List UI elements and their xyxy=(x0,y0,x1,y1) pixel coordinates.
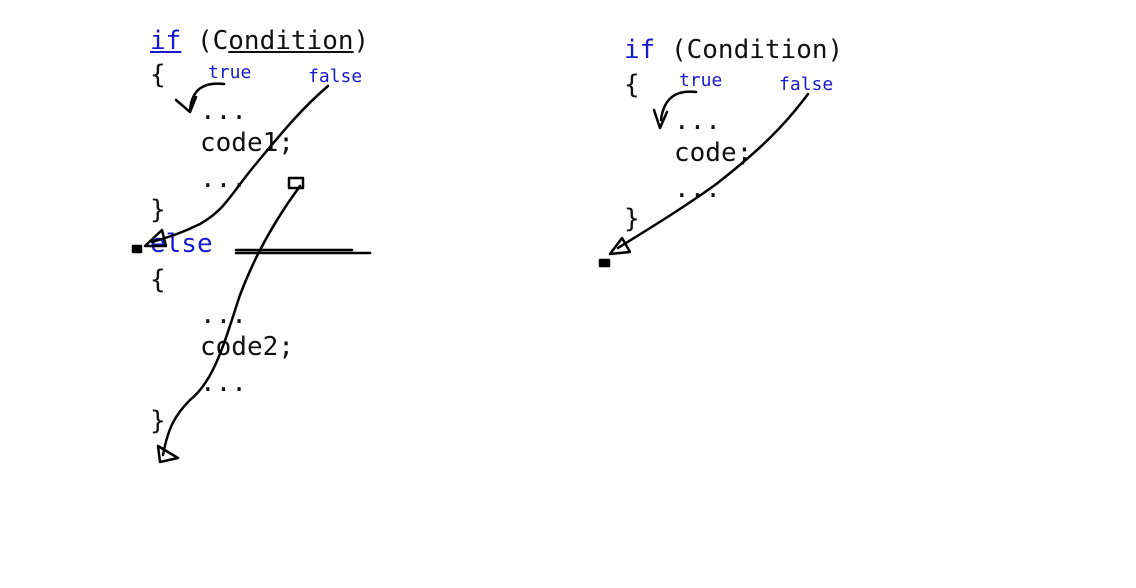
right-true-arrow xyxy=(659,90,698,122)
left-dots-1b: ... xyxy=(200,164,247,194)
right-true-label: true xyxy=(679,70,723,91)
right-brace-open: { xyxy=(624,70,640,100)
left-true-label: true xyxy=(208,62,252,83)
right-dots-b: ... xyxy=(674,174,721,204)
left-brace-close-2: } xyxy=(150,406,166,436)
left-open-paren: ( xyxy=(181,26,213,56)
right-if-keyword: if xyxy=(624,35,656,65)
left-brace-open-2: { xyxy=(150,265,166,295)
left-dots-1a: ... xyxy=(200,96,247,126)
left-if-line: if (Condition) xyxy=(150,24,369,58)
left-false-arrowhead xyxy=(143,228,168,248)
left-false-label: false xyxy=(308,66,363,87)
left-else-keyword: else xyxy=(150,229,213,259)
left-condition-start: C xyxy=(212,26,229,56)
left-skip-arrowhead xyxy=(156,444,180,464)
right-false-dot xyxy=(598,258,611,268)
left-skip-start-marker xyxy=(287,176,305,190)
right-false-arrow xyxy=(616,92,810,250)
left-condition-underlined: ondition xyxy=(228,26,354,56)
left-brace-open-1: { xyxy=(150,60,166,90)
left-close-paren: ) xyxy=(353,26,370,56)
right-condition: (Condition) xyxy=(655,35,844,65)
left-dots-2b: ... xyxy=(200,368,247,398)
left-code1: code1; xyxy=(200,128,294,158)
left-brace-close-1: } xyxy=(150,195,166,225)
right-false-arrowhead xyxy=(608,236,632,256)
left-dots-2a: ... xyxy=(200,300,247,330)
right-true-arrowhead xyxy=(652,108,669,130)
left-true-arrow xyxy=(188,82,226,112)
right-if-line: if (Condition) xyxy=(624,33,843,67)
right-false-label: false xyxy=(779,74,834,95)
right-code: code; xyxy=(674,138,753,168)
left-false-dot xyxy=(131,244,143,254)
left-skip-arrow xyxy=(161,184,302,457)
left-code2: code2; xyxy=(200,332,294,362)
left-if-keyword: if xyxy=(150,26,182,56)
right-brace-close: } xyxy=(624,204,640,234)
left-false-arrow xyxy=(150,84,330,244)
left-true-arrowhead xyxy=(174,95,198,114)
right-dots-a: ... xyxy=(674,106,721,136)
